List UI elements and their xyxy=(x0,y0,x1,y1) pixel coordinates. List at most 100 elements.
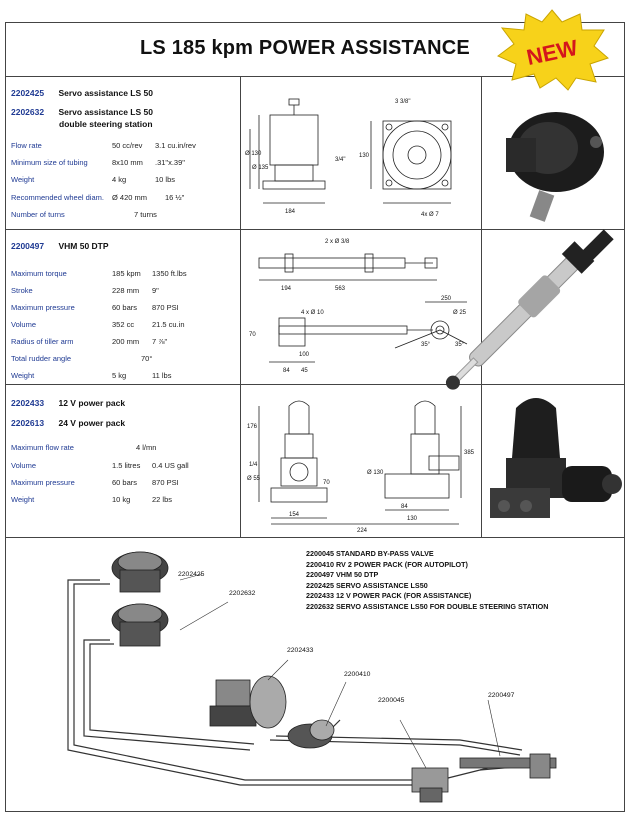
autopilot-pump-unit xyxy=(287,719,335,749)
legend-item: 2200497 VHM 50 DTP xyxy=(306,570,379,579)
spec-imperial: 9" xyxy=(152,286,159,295)
spec-label: Recommended wheel diam. xyxy=(11,193,104,202)
dim-label: 70 xyxy=(323,480,330,486)
cylinder-photo xyxy=(445,229,614,390)
spec-label: Weight xyxy=(11,495,35,504)
divider-2 xyxy=(5,384,625,385)
cylinder-technical-drawing: 2 x Ø 3/8 563 194 4 x Ø 10 250 Ø 25 35° … xyxy=(249,239,468,374)
spec-metric: Ø 420 mm xyxy=(112,193,148,202)
spec-label: Volume xyxy=(11,320,37,329)
dim-label: 35° xyxy=(455,342,465,348)
spec-imperial: 10 lbs xyxy=(155,175,176,184)
dim-label: 70 xyxy=(249,332,256,338)
powerpack-photo xyxy=(490,398,622,518)
powerpack-technical-drawing: 176 1/4 Ø 55 70 385 84 130 154 224 Ø 130 xyxy=(247,400,475,534)
spec-imperial: 0.4 US gall xyxy=(152,461,189,470)
spec-label: Volume xyxy=(11,461,37,470)
dim-label: 3/4" xyxy=(335,157,345,163)
product-code: 2202425 xyxy=(11,88,45,98)
divider-3 xyxy=(5,537,625,538)
spec-imperial: 21.5 cu.in xyxy=(152,320,185,329)
spec-metric: 352 cc xyxy=(112,320,135,329)
power-pack-unit xyxy=(209,675,287,729)
product-name-line2: double steering station xyxy=(59,119,153,129)
dim-label: 1/4 xyxy=(249,462,258,468)
servo-unit-upper xyxy=(111,551,169,593)
product-name: Servo assistance LS 50 xyxy=(58,107,153,117)
dim-label: Ø 55 xyxy=(247,476,261,482)
dim-label: Ø 130 xyxy=(245,151,262,157)
servo-photo xyxy=(506,112,604,222)
spec-imperial: 22 lbs xyxy=(152,495,173,504)
spec-label: Weight xyxy=(11,371,35,380)
dim-label: 385 xyxy=(464,450,475,456)
product-name: Servo assistance LS 50 xyxy=(58,88,153,98)
divider-title xyxy=(5,76,625,77)
spec-imperial: 870 PSI xyxy=(152,478,179,487)
dim-label: Ø 130 xyxy=(367,470,384,476)
dim-label: 84 xyxy=(401,504,408,510)
dim-label: Ø 25 xyxy=(453,310,467,316)
spec-imperial: 1350 ft.lbs xyxy=(152,269,187,278)
product-name: VHM 50 DTP xyxy=(58,241,109,251)
spec-metric: 5 kg xyxy=(112,371,127,380)
dim-label: Ø 135 xyxy=(252,165,269,171)
new-badge: NEW xyxy=(497,9,609,91)
cylinder-unit xyxy=(459,753,557,779)
dim-label: 224 xyxy=(357,528,368,534)
spec-metric: 60 bars xyxy=(112,303,138,312)
spec-label: Minimum size of tubing xyxy=(11,158,88,167)
dim-label: 563 xyxy=(335,286,346,292)
dim-label: 3 3/8" xyxy=(395,99,410,105)
spec-label: Weight xyxy=(11,175,35,184)
dim-label: 84 xyxy=(283,368,290,374)
product-code: 2202433 xyxy=(11,398,45,408)
spec-metric: 50 cc/rev xyxy=(112,141,143,150)
product-code: 2202613 xyxy=(11,418,45,428)
servo-unit-lower xyxy=(111,603,169,647)
spec-label: Number of turns xyxy=(11,210,65,219)
product-row: 2202433 12 V power pack xyxy=(11,398,125,408)
spec-metric: 4 l/mn xyxy=(136,443,157,452)
spec-metric: 70° xyxy=(141,354,153,363)
callout-label: 2200410 xyxy=(344,671,371,678)
spec-metric: 7 turns xyxy=(134,210,157,219)
col-divider-a xyxy=(240,76,241,537)
spec-metric: 60 bars xyxy=(112,478,138,487)
spec-metric: 1.5 litres xyxy=(112,461,141,470)
product-code: 2202632 xyxy=(11,107,45,117)
dim-label: 154 xyxy=(289,512,300,518)
spec-label: Maximum pressure xyxy=(11,478,75,487)
spec-metric: 10 kg xyxy=(112,495,131,504)
callout-label: 2202425 xyxy=(178,571,205,578)
callout-label: 2202433 xyxy=(287,647,314,654)
dim-label: 176 xyxy=(247,424,258,430)
spec-imperial: 16 ½" xyxy=(165,193,185,202)
spec-imperial: 11 lbs xyxy=(152,371,172,380)
dim-label: 100 xyxy=(299,352,310,358)
dim-label: 4 x Ø 10 xyxy=(301,310,324,316)
dim-label: 45 xyxy=(301,368,308,374)
product-name: 24 V power pack xyxy=(58,418,126,428)
dim-label: 184 xyxy=(285,209,296,215)
bypass-valve-unit xyxy=(411,767,449,803)
spec-label: Maximum pressure xyxy=(11,303,75,312)
spec-imperial: 7 ⅞" xyxy=(152,337,168,346)
callout-label: 2200045 xyxy=(378,697,405,704)
servo-technical-drawing: Ø 130 Ø 135 4x Ø 7 3/4" 130 3 3/8" 184 xyxy=(245,98,452,218)
dim-label: 194 xyxy=(281,286,292,292)
page-frame xyxy=(5,22,625,812)
dim-label: 130 xyxy=(407,516,418,522)
product-row: 2202425 Servo assistance LS 50 xyxy=(11,88,153,98)
spec-metric: 228 mm xyxy=(112,286,140,295)
product-code: 2200497 xyxy=(11,241,45,251)
product-row: 2202632 Servo assistance LS 50 xyxy=(11,107,153,117)
dim-label: 250 xyxy=(441,296,452,302)
page-title: LS 185 kpm POWER ASSISTANCE xyxy=(140,37,470,59)
col-divider-b xyxy=(481,76,482,537)
dim-label: 35° xyxy=(421,342,431,348)
spec-label: Maximum torque xyxy=(11,269,67,278)
legend-item: 2202425 SERVO ASSISTANCE LS50 xyxy=(306,580,428,590)
legend-item: 2200045 STANDARD BY-PASS VALVE xyxy=(306,549,434,558)
spec-metric: 185 kpm xyxy=(112,269,141,278)
